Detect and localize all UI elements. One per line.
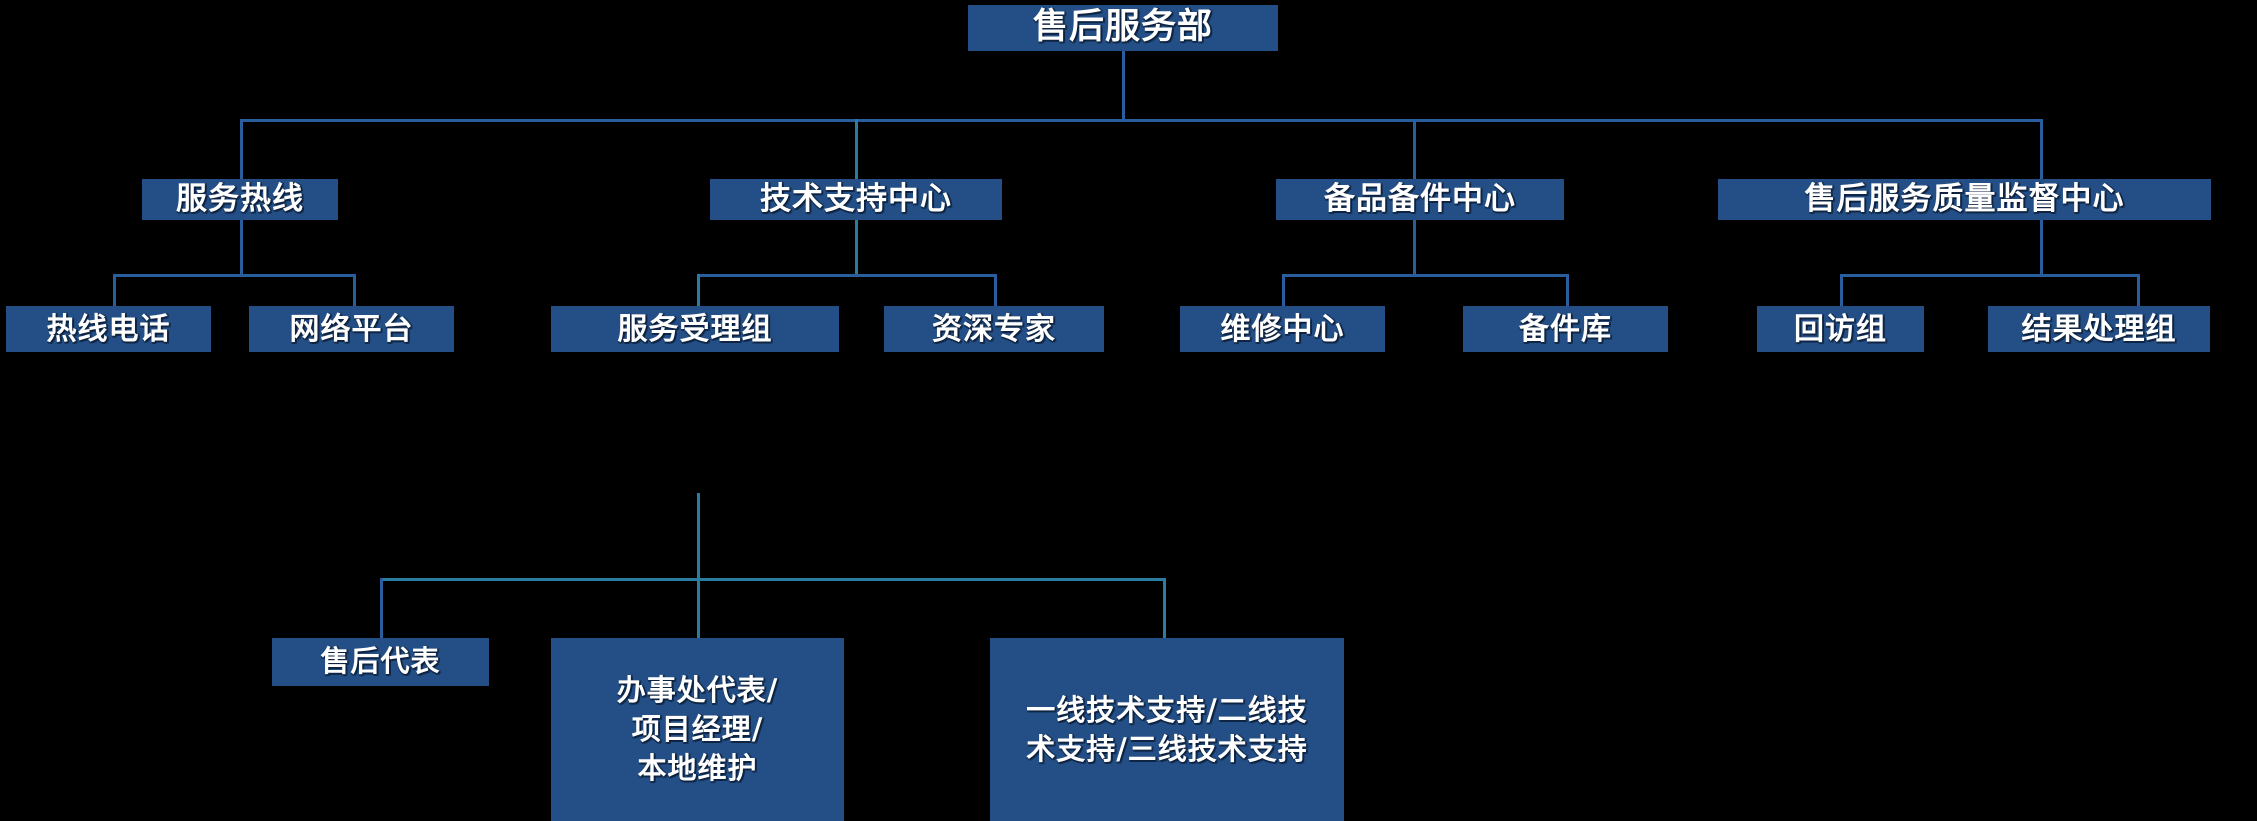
node-root-label: 售后服务部: [1032, 7, 1213, 48]
connector-drop-quality: [2040, 119, 2043, 179]
connector-accept-bus: [380, 578, 1166, 581]
connector-quality-bus: [1840, 274, 2140, 277]
connector-root-stem: [1122, 51, 1125, 119]
node-result-label: 结果处理组: [2021, 311, 2177, 347]
node-result[interactable]: 结果处理组: [1988, 306, 2210, 352]
node-accept-label: 服务受理组: [617, 311, 773, 347]
node-office-label-line2: 项目经理/: [631, 712, 764, 747]
connector-drop-repair: [1282, 274, 1285, 306]
node-revisit[interactable]: 回访组: [1757, 306, 1924, 352]
connector-drop-hotline: [240, 119, 243, 179]
connector-drop-result: [2137, 274, 2140, 306]
node-phone[interactable]: 热线电话: [6, 306, 211, 352]
connector-drop-revisit: [1840, 274, 1843, 306]
connector-drop-tech: [855, 119, 858, 179]
connector-drop-tiers: [1163, 578, 1166, 638]
node-store-label: 备件库: [1519, 311, 1612, 347]
node-spare-label: 备品备件中心: [1324, 181, 1516, 218]
connector-hotline-bus: [113, 274, 356, 277]
node-tiers-label-line2: 术支持/三线技术支持: [1026, 731, 1308, 766]
node-office-label-line3: 本地维护: [637, 750, 758, 785]
node-hotline-label: 服务热线: [176, 181, 304, 218]
node-web-label: 网络平台: [289, 311, 414, 347]
connector-drop-spare: [1413, 119, 1416, 179]
node-quality[interactable]: 售后服务质量监督中心: [1718, 179, 2211, 220]
node-tiers-label-line1: 一线技术支持/二线技: [1026, 692, 1308, 727]
node-store[interactable]: 备件库: [1463, 306, 1668, 352]
connector-drop-accept: [697, 274, 700, 306]
node-spare[interactable]: 备品备件中心: [1276, 179, 1564, 220]
node-phone-label: 热线电话: [46, 311, 171, 347]
connector-spare-stem: [1413, 220, 1416, 274]
connector-drop-web: [353, 274, 356, 306]
node-expert[interactable]: 资深专家: [884, 306, 1104, 352]
connector-drop-store: [1566, 274, 1569, 306]
connector-accept-stem: [697, 493, 700, 578]
connector-tech-bus: [697, 274, 997, 277]
node-tiers[interactable]: 一线技术支持/二线技 术支持/三线技术支持: [990, 638, 1344, 821]
node-office[interactable]: 办事处代表/ 项目经理/ 本地维护: [551, 638, 844, 821]
connector-level1-bus: [240, 119, 2040, 122]
connector-hotline-stem: [240, 220, 243, 274]
node-expert-label: 资深专家: [932, 311, 1056, 347]
node-rep[interactable]: 售后代表: [272, 638, 489, 686]
connector-tech-stem: [855, 220, 858, 274]
node-hotline[interactable]: 服务热线: [142, 179, 338, 220]
connector-drop-rep: [380, 578, 383, 638]
connector-quality-stem: [2040, 220, 2043, 274]
node-tech[interactable]: 技术支持中心: [710, 179, 1002, 220]
node-repair-label: 维修中心: [1220, 311, 1345, 347]
node-web[interactable]: 网络平台: [249, 306, 454, 352]
node-tech-label: 技术支持中心: [760, 181, 952, 218]
node-accept[interactable]: 服务受理组: [551, 306, 839, 352]
connector-drop-phone: [113, 274, 116, 306]
node-root[interactable]: 售后服务部: [968, 5, 1278, 51]
connector-drop-office: [697, 578, 700, 638]
node-office-label-line1: 办事处代表/: [616, 673, 779, 708]
node-rep-label: 售后代表: [320, 644, 441, 679]
node-repair[interactable]: 维修中心: [1180, 306, 1385, 352]
connector-drop-expert: [994, 274, 997, 306]
node-quality-label: 售后服务质量监督中心: [1804, 181, 2125, 218]
node-revisit-label: 回访组: [1794, 311, 1887, 347]
connector-spare-bus: [1282, 274, 1569, 277]
